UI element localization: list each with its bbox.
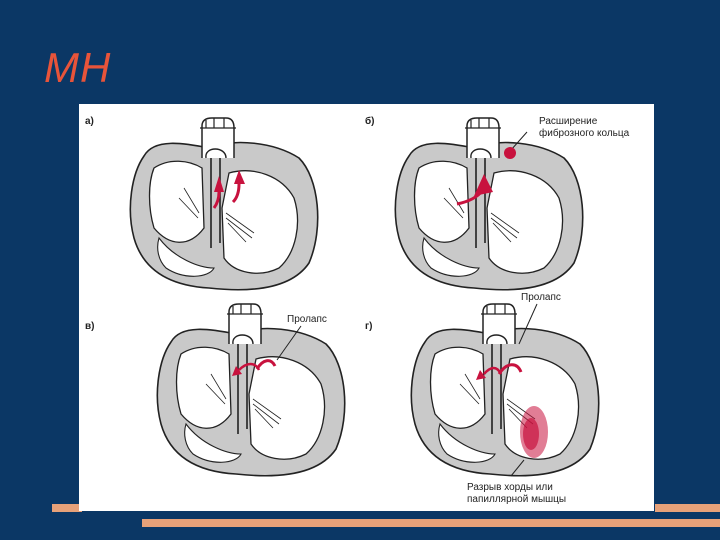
panel-a-label: а) [85,116,94,127]
annotation-rupture-line2: папиллярной мышцы [467,494,566,505]
annotation-rupture-line1: Разрыв хорды или [467,482,553,493]
heart-diagram-figure: а) б) Расширение фиброзного кольца в) Пр… [79,104,654,511]
accent-bar-left [52,504,82,512]
panel-a: а) [85,116,318,290]
slide-title: МН [44,44,111,92]
annotation-prolapse-v: Пролапс [287,314,327,325]
annotation-dilation-line2: фиброзного кольца [539,127,630,139]
panel-g: г) Пролапс Разрыв хорды или папиллярной … [365,292,599,505]
annotation-prolapse-g: Пролапс [521,292,561,303]
panel-v-label: в) [85,321,94,332]
accent-bar-right [655,504,720,512]
annotation-dilation-line1: Расширение [539,116,598,127]
panel-g-label: г) [365,321,373,332]
panel-b-label: б) [365,115,375,127]
panel-b: б) Расширение фиброзного кольца [365,115,630,290]
annulus-dilation-dot [504,147,516,159]
accent-bar-bottom [142,519,720,527]
heart-diagram-svg: а) б) Расширение фиброзного кольца в) Пр… [79,104,654,511]
panel-v: в) Пролапс [85,304,345,476]
